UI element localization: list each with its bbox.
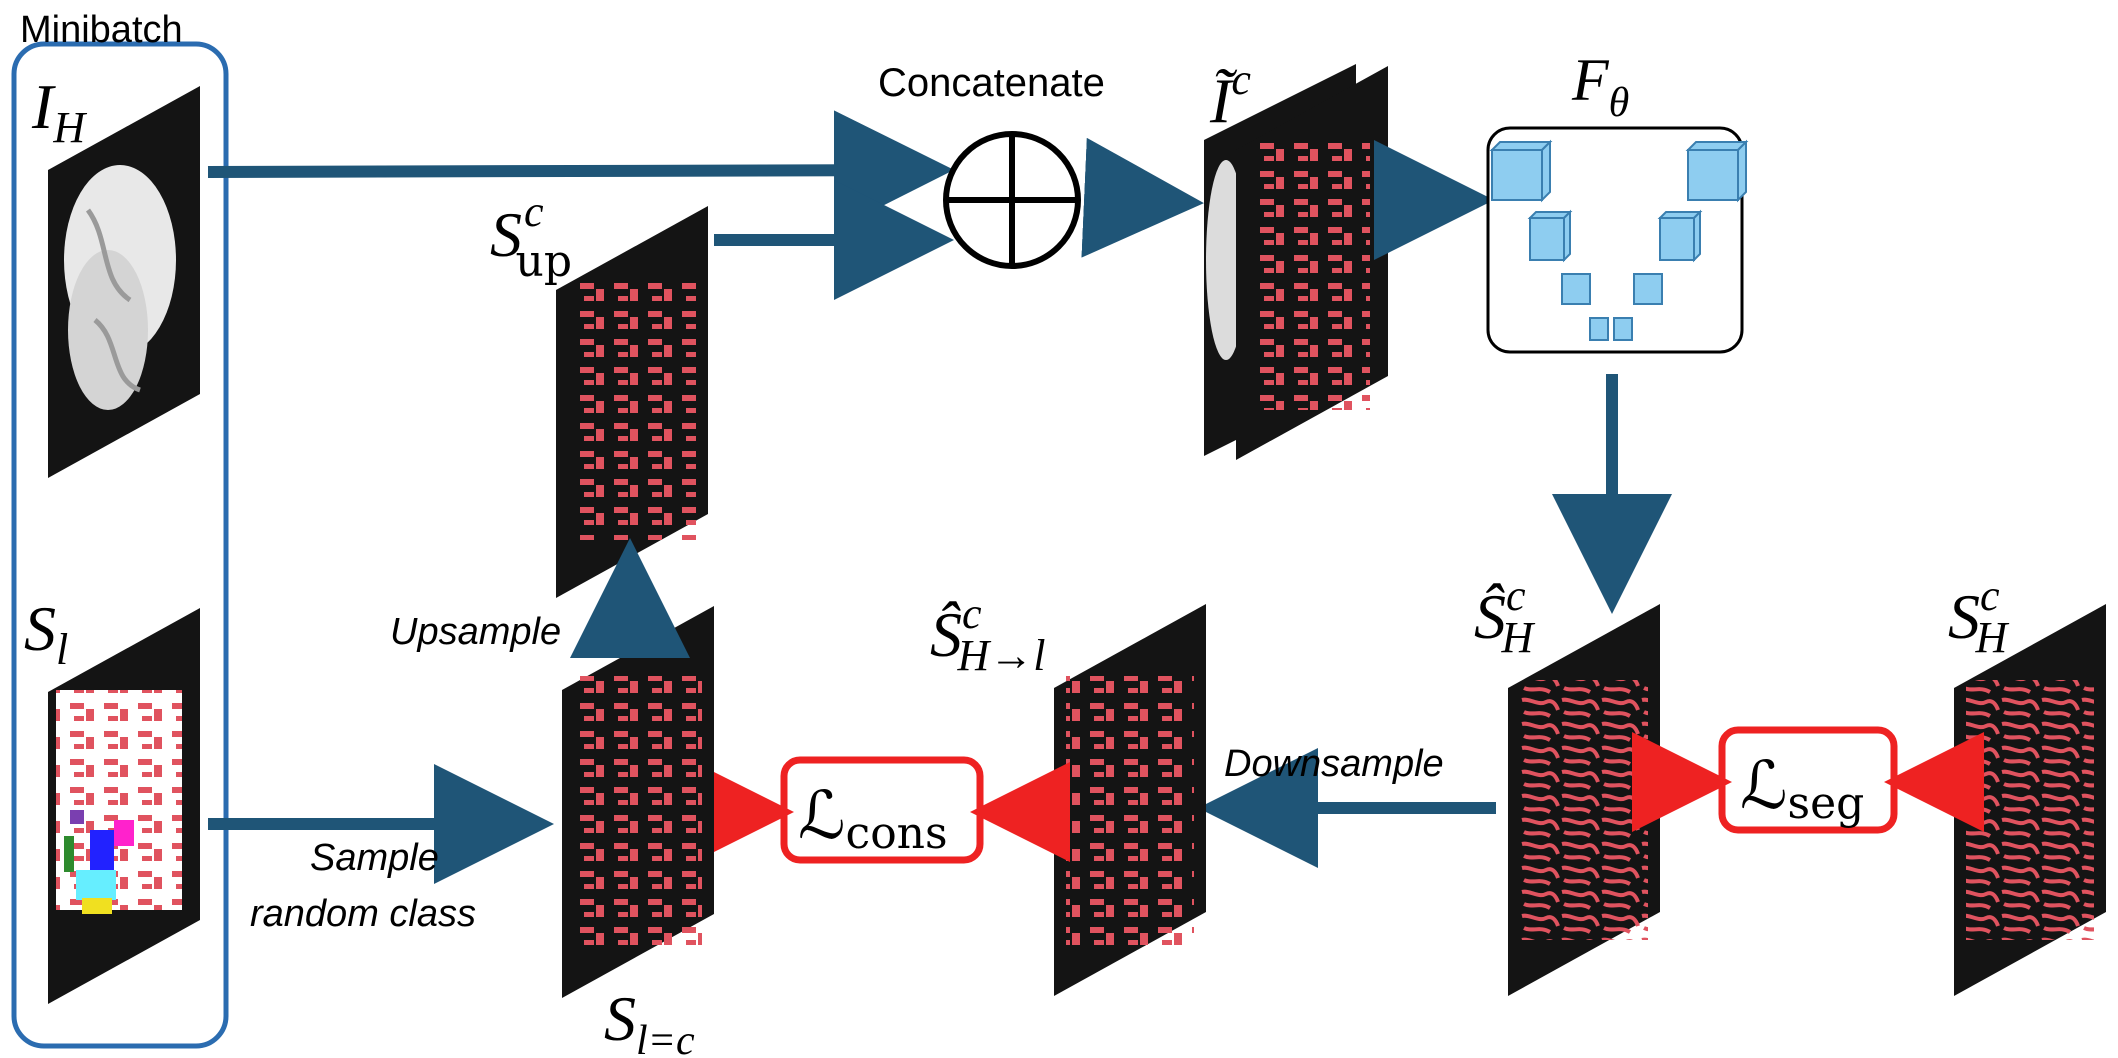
sample-label-line2: random class [250, 893, 476, 935]
slice-S_H [1954, 604, 2106, 996]
slice-I_H [48, 86, 200, 478]
minibatch-label: Minibatch [20, 9, 183, 51]
network-F_theta [1486, 126, 1749, 354]
slice-S_l_eq_c [562, 606, 714, 998]
loss-seg-label: ℒseg [1740, 747, 1864, 829]
sample-label-line1: Sample [310, 837, 439, 879]
label-S_l: Sl [24, 593, 68, 674]
slice-S_hat_H [1508, 604, 1660, 996]
slice-S_l [48, 608, 200, 1004]
arrow-image-to-concat [207, 110, 954, 231]
concatenate-label: Concatenate [878, 61, 1105, 105]
label-S_l_eq_c: Sl=c [604, 983, 695, 1058]
slice-I_tilde [1204, 64, 1388, 460]
downsample-label: Downsample [1224, 743, 1444, 785]
concatenate-op [943, 131, 1081, 269]
label-I_H: IH [31, 71, 87, 152]
upsample-label: Upsample [390, 611, 561, 653]
loss-cons-label: ℒcons [798, 777, 948, 859]
minibatch-box [11, 41, 229, 1049]
slice-S_up [556, 206, 708, 598]
arrow-concat-to-input [1081, 137, 1204, 258]
slice-S_hat_H_to_l [1054, 604, 1206, 996]
label-F_theta: Fθ [1571, 47, 1629, 126]
